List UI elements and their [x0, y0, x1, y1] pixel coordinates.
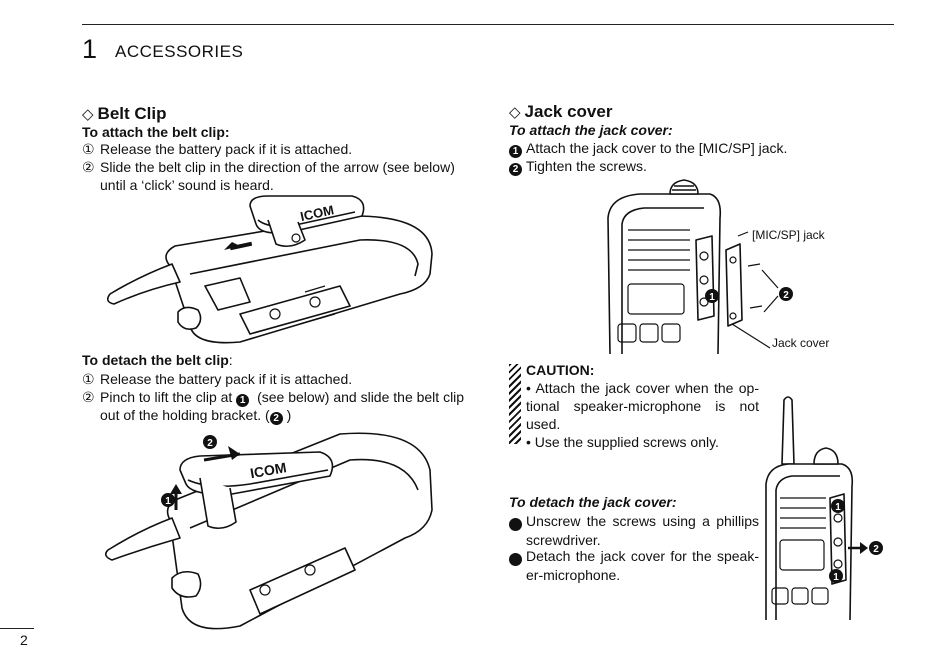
- attach-belt-clip-heading: To attach the belt clip:: [82, 124, 230, 140]
- marker-1-icon: 1: [236, 394, 250, 407]
- caution-heading: CAUTION:: [526, 362, 595, 378]
- svg-text:2: 2: [783, 290, 789, 301]
- diamond-icon: ◇: [82, 106, 94, 123]
- detach-belt-clip-heading: To detach the belt clip:: [82, 352, 233, 368]
- marker-2-icon: 2: [269, 412, 283, 425]
- caution-item-1: • Attach the jack cover when the op-tion…: [526, 380, 759, 432]
- figure2-marker-1: 1: [161, 493, 175, 507]
- header-rule: [82, 24, 894, 25]
- svg-text:2: 2: [873, 544, 879, 555]
- caution-item-2: • Use the supplied screws only.: [526, 434, 719, 450]
- detach-belt-step-2-cont: out of the holding bracket. (2): [100, 407, 292, 425]
- page-number: 2: [20, 632, 28, 648]
- marker-1-icon: 1: [492, 518, 522, 531]
- caution-hatch-bar: [509, 364, 521, 444]
- diamond-icon: ◇: [509, 104, 521, 121]
- marker-2-icon: 2: [492, 553, 522, 566]
- jack-cover-detach-figure: 1 2 1: [765, 396, 883, 621]
- svg-text:1: 1: [835, 502, 841, 513]
- detach-arrow-icon: [860, 542, 868, 554]
- figure-jack-detach-marker-1a: 1: [831, 499, 845, 513]
- detach-jack-cover-heading: To detach the jack cover:: [509, 494, 677, 510]
- jack-cover-label: Jack cover: [772, 336, 830, 350]
- attach-belt-step-2-cont: until a ‘click’ sound is heard.: [100, 177, 274, 193]
- jack-cover-attach-figure: 1 2: [607, 179, 793, 355]
- attach-jack-cover-heading: To attach the jack cover:: [509, 122, 673, 138]
- belt-clip-section-title: ◇Belt Clip: [82, 104, 167, 123]
- belt-clip-brand-label: ICOM: [299, 202, 335, 224]
- belt-clip-attach-figure: ICOM: [106, 195, 433, 344]
- mic-sp-jack-label: [MIC/SP] jack: [752, 228, 825, 242]
- slide-arrow-icon: [228, 446, 240, 460]
- marker-2-icon: 2: [509, 163, 522, 176]
- belt-clip-brand-label-2: ICOM: [249, 459, 288, 481]
- figure-jack-marker-2: 2: [779, 287, 793, 301]
- marker-1-icon: 1: [509, 145, 522, 158]
- figure-jack-detach-marker-1b: 1: [829, 569, 843, 583]
- lift-arrow-icon: [170, 484, 182, 494]
- belt-clip-detach-figure: ICOM 2 1: [104, 432, 433, 630]
- svg-text:1: 1: [709, 292, 715, 303]
- footer-rule: [0, 628, 34, 629]
- figure-jack-marker-1: 1: [705, 289, 719, 303]
- svg-text:1: 1: [165, 496, 171, 507]
- svg-text:1: 1: [833, 572, 839, 583]
- svg-text:2: 2: [207, 438, 213, 449]
- figure2-marker-2: 2: [203, 435, 217, 449]
- chapter-title: ACCESSORIES: [115, 42, 244, 61]
- jack-cover-section-title: ◇Jack cover: [509, 102, 613, 121]
- chapter-number: 1: [82, 34, 98, 64]
- figure-jack-detach-marker-2: 2: [869, 541, 883, 555]
